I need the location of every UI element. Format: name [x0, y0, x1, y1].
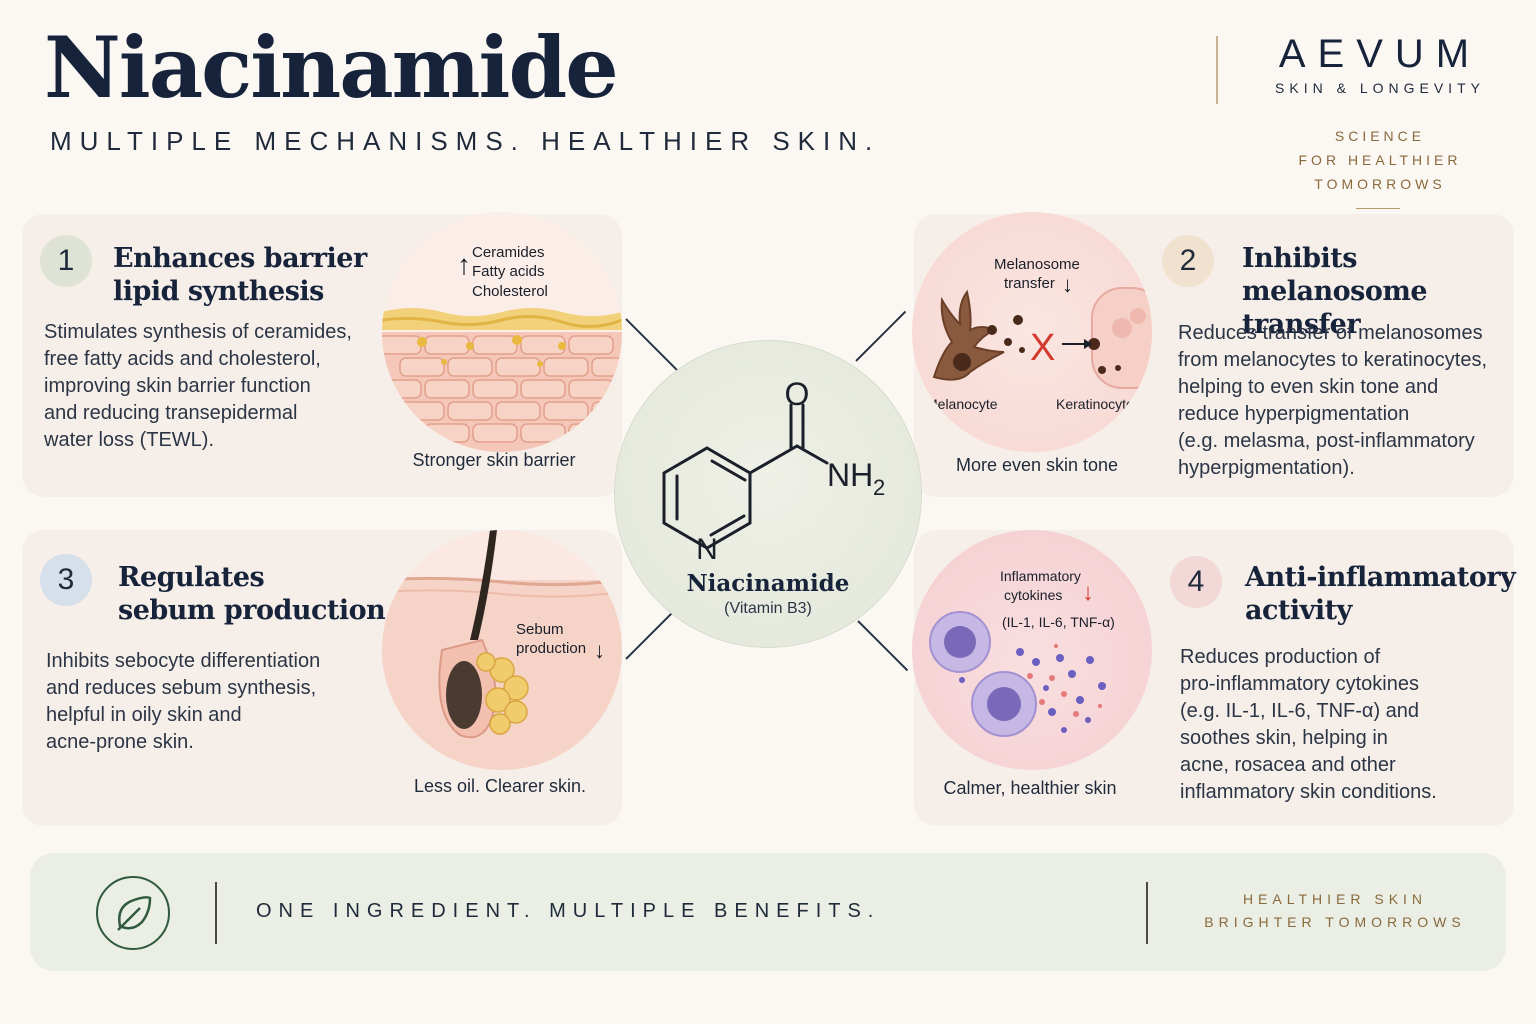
footer-tag-line-1: HEALTHIER SKIN — [1242, 891, 1428, 907]
mechanism-1-body-line: Stimulates synthesis of ceramides, — [44, 321, 352, 343]
melanosome-transfer-icon: X Melanosome transfer ↓ Melanocyte Kerat… — [926, 256, 1152, 412]
mechanism-1-number: 1 — [40, 235, 92, 287]
melanosome-illustration: X Melanosome transfer ↓ Melanocyte Kerat… — [912, 212, 1152, 452]
increase-arrow-icon: ↑ — [457, 249, 471, 280]
decrease-arrow-icon: ↓ — [1062, 272, 1073, 297]
brand-tag-rule — [1356, 208, 1400, 209]
mechanism-3-body-line: and reduces sebum synthesis, — [46, 677, 317, 699]
brand-divider — [1216, 36, 1218, 104]
mechanism-3-heading: Regulates sebum production — [118, 561, 386, 627]
skin-barrier-illustration: ↑ Ceramides Fatty acids Cholesterol — [382, 212, 622, 452]
mechanism-4-caption: Calmer, healthier skin — [943, 778, 1117, 798]
mechanism-1-heading: Enhances barrier lipid synthesis — [113, 242, 367, 308]
footer-banner — [30, 853, 1506, 971]
decrease-arrow-icon: ↓ — [1082, 579, 1094, 606]
mechanism-4-heading-line-2: activity — [1245, 595, 1352, 626]
brand-tag-line-1: SCIENCE — [1334, 128, 1426, 144]
mechanism-4-body: Reduces production of pro-inflammatory c… — [1180, 644, 1510, 806]
mechanism-4-number: 4 — [1170, 556, 1222, 608]
melanocyte-label: Melanocyte — [926, 396, 998, 412]
center-molecule-circle: O NH 2 N — [614, 340, 922, 648]
center-molecule-name: Niacinamide — [686, 570, 850, 597]
mechanism-2-heading-line-2: transfer — [1242, 309, 1361, 340]
mechanism-2-heading-line-1: Inhibits melanosome — [1242, 243, 1428, 307]
molecule-amine-subscript: 2 — [873, 475, 885, 500]
mechanism-3-heading-line-1: Regulates — [118, 562, 265, 593]
lipid-label-fatty-acids: Fatty acids — [472, 263, 545, 280]
niacinamide-molecule-icon: O NH 2 N — [662, 376, 885, 566]
hair-follicle-icon: Sebum production ↓ — [382, 530, 622, 770]
mechanism-3-body: Inhibits sebocyte differentiation and re… — [46, 648, 376, 756]
mechanism-1-caption: Stronger skin barrier — [412, 450, 576, 470]
connector-line-2 — [855, 310, 907, 362]
inflammation-illustration: Inflammatory cytokines (IL-1, IL-6, TNF-… — [912, 530, 1152, 770]
footer-divider-right — [1146, 882, 1148, 944]
lipid-label-cholesterol: Cholesterol — [472, 283, 548, 300]
mechanism-4-body-line: acne, rosacea and other — [1180, 754, 1396, 776]
block-x-icon: X — [1030, 327, 1055, 369]
mechanism-2-number: 2 — [1162, 235, 1214, 287]
keratinocyte-label: Keratinocyte — [1056, 396, 1134, 412]
production-label: production — [516, 640, 586, 657]
mechanism-1-body: Stimulates synthesis of ceramides, free … — [44, 319, 374, 454]
molecule-oxygen-label: O — [785, 376, 810, 412]
sebum-illustration: Sebum production ↓ — [382, 530, 622, 770]
mechanism-1-heading-line-2: lipid synthesis — [113, 276, 324, 307]
page-title: Niacinamide — [44, 18, 619, 117]
mechanism-3-body-line: helpful in oily skin and — [46, 704, 242, 726]
skin-barrier-icon: ↑ Ceramides Fatty acids Cholesterol — [382, 244, 622, 452]
footer-text: ONE INGREDIENT. MULTIPLE BENEFITS. — [256, 900, 881, 922]
mechanism-4-body-line: Reduces production of — [1180, 646, 1381, 668]
mechanism-4-body-line: pro-inflammatory cytokines — [1180, 673, 1419, 695]
transfer-label: transfer — [1004, 275, 1055, 292]
brand-tag-line-3: TOMORROWS — [1314, 176, 1446, 192]
brand-logo: AEVUM — [1278, 32, 1482, 76]
footer-divider-left — [215, 882, 217, 944]
mechanism-4-body-line: inflammatory skin conditions. — [1180, 781, 1437, 803]
mechanism-1-body-line: free fatty acids and cholesterol, — [44, 348, 321, 370]
mechanism-4-heading-line-1: Anti-inflammatory — [1245, 562, 1516, 593]
mechanism-3-body-line: Inhibits sebocyte differentiation — [46, 650, 321, 672]
immune-cells-icon: Inflammatory cytokines (IL-1, IL-6, TNF-… — [929, 568, 1115, 737]
mechanism-1-heading-line-1: Enhances barrier — [113, 243, 367, 274]
cytokines-label: cytokines — [1004, 587, 1062, 603]
mechanism-4-heading: Anti-inflammatory activity — [1245, 561, 1516, 627]
lipid-label-ceramides: Ceramides — [472, 244, 545, 261]
mechanism-4-body-line: (e.g. IL-1, IL-6, TNF-α) and — [1180, 700, 1420, 722]
mechanism-2-body: Reduces transfer of melanosomes from mel… — [1178, 320, 1508, 482]
footer-tag-line-2: BRIGHTER TOMORROWS — [1204, 914, 1466, 930]
mechanism-2-caption: More even skin tone — [955, 455, 1119, 475]
melanosome-label: Melanosome — [994, 256, 1080, 273]
mechanism-2-body-line: from melanocytes to keratinocytes, — [1178, 349, 1488, 371]
mechanism-1-body-line: water loss (TEWL). — [44, 429, 215, 451]
brand-tagline: SKIN & LONGEVITY — [1275, 80, 1485, 96]
mechanism-2-body-line: (e.g. melasma, post-inflammatory — [1178, 430, 1475, 452]
mechanism-1-body-line: and reducing transepidermal — [44, 402, 298, 424]
mechanism-2-body-line: Reduces transfer of melanosomes — [1178, 322, 1483, 344]
molecule-amine-label: NH — [827, 457, 873, 493]
mechanism-3-number: 3 — [40, 554, 92, 606]
mechanism-2-body-line: hyperpigmentation). — [1178, 457, 1355, 479]
mechanism-2-heading: Inhibits melanosome transfer — [1242, 242, 1536, 341]
page-subtitle: MULTIPLE MECHANISMS. HEALTHIER SKIN. — [50, 126, 881, 156]
cytokine-list-label: (IL-1, IL-6, TNF-α) — [1002, 614, 1115, 630]
connector-line-4 — [857, 620, 909, 672]
leaf-glyph — [117, 896, 152, 931]
mechanism-3-caption: Less oil. Clearer skin. — [413, 776, 587, 796]
mechanism-4-body-line: soothes skin, helping in — [1180, 727, 1388, 749]
mechanism-3-body-line: acne-prone skin. — [46, 731, 194, 753]
center-molecule-sub: (Vitamin B3) — [724, 600, 812, 617]
decrease-arrow-icon: ↓ — [594, 638, 605, 663]
molecule-nitrogen-label: N — [696, 533, 718, 566]
sebum-label: Sebum — [516, 621, 564, 638]
mechanism-3-heading-line-2: sebum production — [118, 595, 386, 626]
mechanism-2-body-line: helping to even skin tone and — [1178, 376, 1439, 398]
mechanism-1-body-line: improving skin barrier function — [44, 375, 311, 397]
brand-tag-line-2: FOR HEALTHIER — [1298, 152, 1462, 168]
leaf-icon — [96, 876, 170, 950]
inflammatory-label: Inflammatory — [1000, 568, 1081, 584]
mechanism-2-body-line: reduce hyperpigmentation — [1178, 403, 1410, 425]
connector-line-1 — [625, 318, 678, 371]
